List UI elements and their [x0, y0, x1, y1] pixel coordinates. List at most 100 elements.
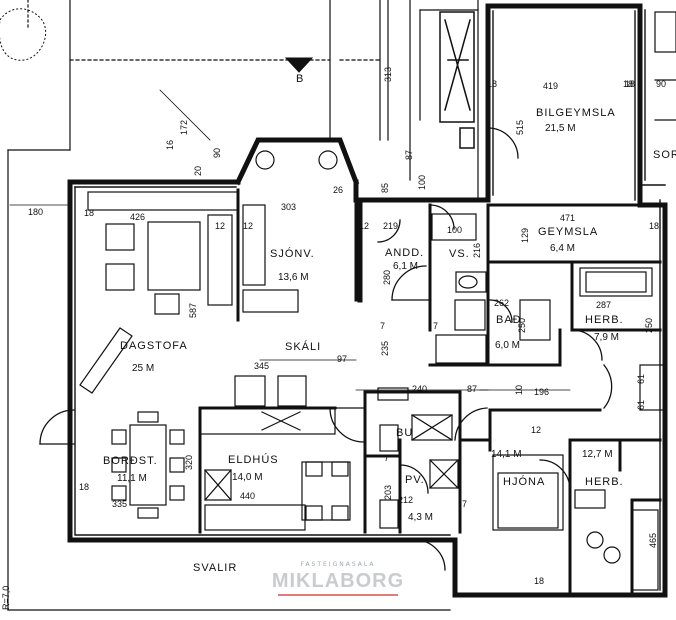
- area-eldhus: 14,0 M: [232, 472, 263, 483]
- dim-label: 235: [380, 340, 390, 356]
- dim-label: 587: [188, 302, 198, 318]
- dim-label: 90: [656, 79, 667, 89]
- room-sor: SOR: [653, 149, 676, 161]
- room-bordst: BORÐST.: [103, 455, 158, 467]
- dim-label: 250: [517, 317, 527, 333]
- room-vs: VS.: [449, 248, 470, 260]
- dim-label: 12: [531, 425, 542, 435]
- dim-label: 18: [534, 576, 545, 586]
- dim-label: 419: [543, 81, 559, 91]
- bed: [492, 267, 659, 591]
- outer-walls: [67, 3, 668, 598]
- room-eldhus: ELDHÚS: [228, 454, 279, 466]
- dim-label: 7: [380, 321, 386, 331]
- room-hjona: HJÓNA: [503, 476, 546, 488]
- dim-label: 262: [494, 298, 510, 308]
- cabinet: [79, 327, 133, 394]
- dim-label: R=7,0: [1, 585, 11, 610]
- area-sjonv: 13,6 M: [278, 272, 309, 283]
- room-skali: SKÁLI: [285, 341, 322, 353]
- room-geymsla: GEYMSLA: [538, 226, 599, 238]
- dim-label: 280: [382, 269, 392, 285]
- dim-label: 465: [648, 532, 658, 548]
- room-pv: PV.: [405, 474, 425, 486]
- dim-label: 16: [165, 139, 175, 150]
- dim-label: 61: [636, 399, 646, 410]
- area-geymsla: 6,4 M: [550, 243, 576, 254]
- room-herb-2: HERB.: [585, 476, 624, 488]
- room-andd: ANDD.: [385, 247, 425, 259]
- area-bordst: 11,1 M: [117, 473, 147, 484]
- dim-label: 90: [212, 147, 222, 158]
- dim-label: 129: [520, 227, 530, 243]
- dim-label: 18: [649, 221, 660, 231]
- dim-label: 18: [84, 208, 95, 218]
- room-dagstofa: DAGSTOFA: [120, 340, 188, 352]
- dim-label: 7: [384, 453, 390, 463]
- dim-label: 196: [534, 387, 550, 397]
- logo-subtitle: FASTEIGNASALA: [300, 561, 376, 568]
- dim-label: 61: [636, 373, 646, 384]
- room-bu: BU: [396, 427, 414, 439]
- tree-symbol: [0, 8, 47, 61]
- room-herb-1: HERB.: [585, 314, 624, 326]
- dim-label: 18: [79, 482, 90, 492]
- dim-label: 85: [380, 182, 390, 193]
- dim-label: 303: [281, 202, 297, 212]
- dim-label: 216: [472, 242, 482, 258]
- dim-label: 212: [398, 495, 414, 505]
- dim-label: 172: [179, 119, 189, 135]
- room-sjonv: SJÓNV.: [270, 248, 315, 260]
- area-pv: 4,3 M: [408, 512, 434, 523]
- dim-label: 100: [447, 225, 463, 235]
- dim-label: 20: [193, 165, 203, 176]
- dim-label: 12: [243, 221, 254, 231]
- area-bad: 6,0 M: [495, 340, 521, 351]
- kitchen: [204, 461, 351, 531]
- section-marker: [284, 57, 314, 73]
- dim-label: 287: [596, 300, 612, 310]
- dim-label: 10: [514, 384, 524, 395]
- bath-fixtures: [379, 213, 551, 529]
- logo-text: MIKLABORG: [271, 570, 405, 592]
- dim-label: 320: [184, 454, 194, 470]
- area-dagstofa: 25 M: [132, 363, 155, 374]
- room-bilgeymsla: BILGEYMSLA: [536, 107, 616, 119]
- dim-label: 18: [623, 79, 634, 89]
- room-bad: BAÐ: [496, 314, 522, 326]
- dim-label: 345: [254, 361, 270, 371]
- section-label: B: [296, 73, 305, 85]
- room-svalir: SVALIR: [193, 562, 238, 574]
- dim-label: 87: [467, 384, 478, 394]
- dim-label: 7: [462, 499, 468, 509]
- dim-label: 87: [404, 149, 414, 160]
- dim-label: 203: [383, 484, 393, 500]
- dining-table: [111, 411, 185, 519]
- dim-label: 100: [417, 174, 427, 190]
- dimension-lines: [9, 89, 571, 391]
- dim-label: 180: [28, 207, 44, 217]
- sofa: [87, 191, 239, 315]
- dim-label: 335: [112, 499, 128, 509]
- dim-label: 12: [215, 221, 226, 231]
- miklaborg-logo: FASTEIGNASALA MIKLABORG: [268, 561, 408, 596]
- area-herb-1: 7,9 M: [594, 332, 620, 343]
- dim-label: 18: [487, 79, 498, 89]
- area-herb-2: 12,7 M: [582, 449, 613, 460]
- sofa-sjonv: [242, 150, 338, 313]
- door-swings: [39, 127, 613, 571]
- dim-label: 426: [130, 212, 146, 222]
- area-hjona: 14,1 M: [491, 449, 522, 460]
- interior-walls: [198, 188, 662, 597]
- area-bilgeymsla: 21,5 M: [545, 123, 576, 134]
- dim-label: 515: [515, 119, 525, 135]
- logo-underline: [278, 594, 398, 596]
- dim-label: 26: [333, 185, 344, 195]
- dim-label: 250: [644, 317, 654, 333]
- area-andd: 6,1 M: [393, 261, 419, 272]
- dim-label: 219: [383, 221, 399, 231]
- dim-label: 240: [412, 384, 428, 394]
- dim-label: 12: [359, 221, 370, 231]
- dim-label: 471: [560, 213, 576, 223]
